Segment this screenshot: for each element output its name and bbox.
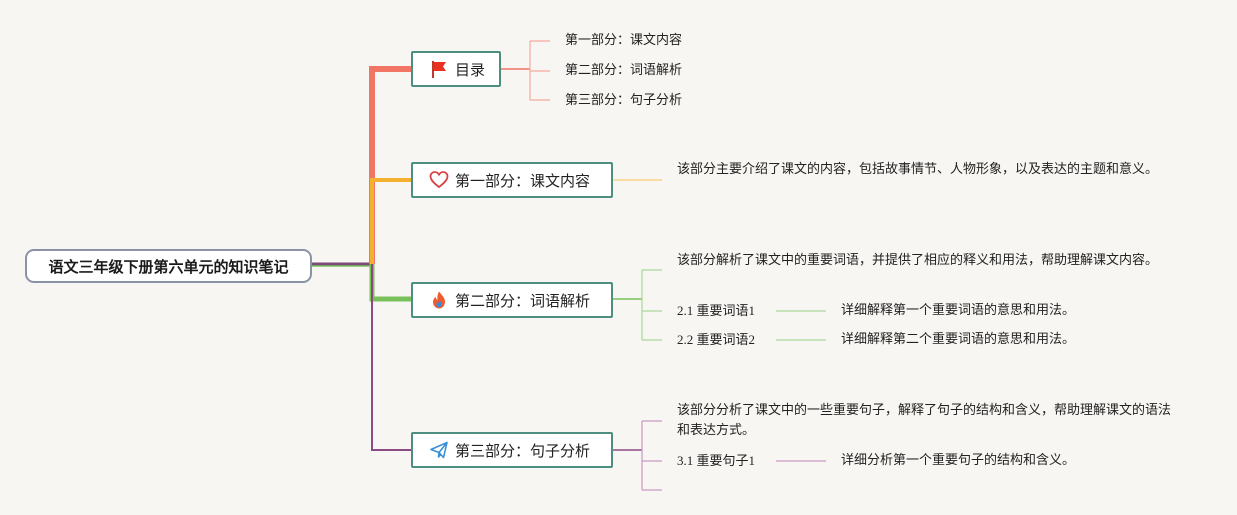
vocab-item-2-detail: 详细解释第二个重要词语的意思和用法。 (841, 332, 1076, 347)
branch-table-of-contents[interactable]: 目录 (411, 51, 501, 87)
branch-label: 目录 (455, 60, 486, 79)
toc-item-part-2[interactable]: 第二部分：词语解析 (565, 63, 683, 78)
branch-part-1-text-content[interactable]: 第一部分：课文内容 (411, 162, 613, 198)
part-2-description: 该部分解析了课文中的重要词语，并提供了相应的释义和用法，帮助理解课文内容。 (677, 253, 1159, 268)
sentence-item-1-label[interactable]: 3.1 重要句子1 (677, 453, 756, 468)
branch-label: 第三部分：句子分析 (455, 441, 591, 460)
flag-icon (429, 59, 449, 79)
paper-plane-icon (429, 440, 449, 460)
vocab-item-1-detail: 详细解释第一个重要词语的意思和用法。 (841, 303, 1076, 318)
branch-part-2-vocabulary[interactable]: 第二部分：词语解析 (411, 282, 613, 318)
toc-item-part-3[interactable]: 第三部分：句子分析 (565, 93, 683, 108)
vocab-item-2-label[interactable]: 2.2 重要词语2 (677, 332, 756, 347)
branch-part-3-sentences[interactable]: 第三部分：句子分析 (411, 432, 613, 468)
branch-label: 第二部分：词语解析 (455, 291, 591, 310)
part-1-description: 该部分主要介绍了课文的内容，包括故事情节、人物形象，以及表达的主题和意义。 (677, 162, 1159, 177)
sentence-item-1-detail: 详细分析第一个重要句子的结构和含义。 (841, 453, 1076, 468)
root-node[interactable]: 语文三年级下册第六单元的知识笔记 (25, 249, 312, 283)
toc-item-part-1[interactable]: 第一部分：课文内容 (565, 33, 683, 48)
branch-label: 第一部分：课文内容 (455, 171, 591, 190)
heart-icon (429, 170, 449, 190)
part-3-description: 该部分分析了课文中的一些重要句子，解释了句子的结构和含义，帮助理解课文的语法和表… (677, 403, 1172, 438)
flame-icon (429, 290, 449, 310)
vocab-item-1-label[interactable]: 2.1 重要词语1 (677, 303, 756, 318)
root-label: 语文三年级下册第六单元的知识笔记 (48, 257, 289, 276)
